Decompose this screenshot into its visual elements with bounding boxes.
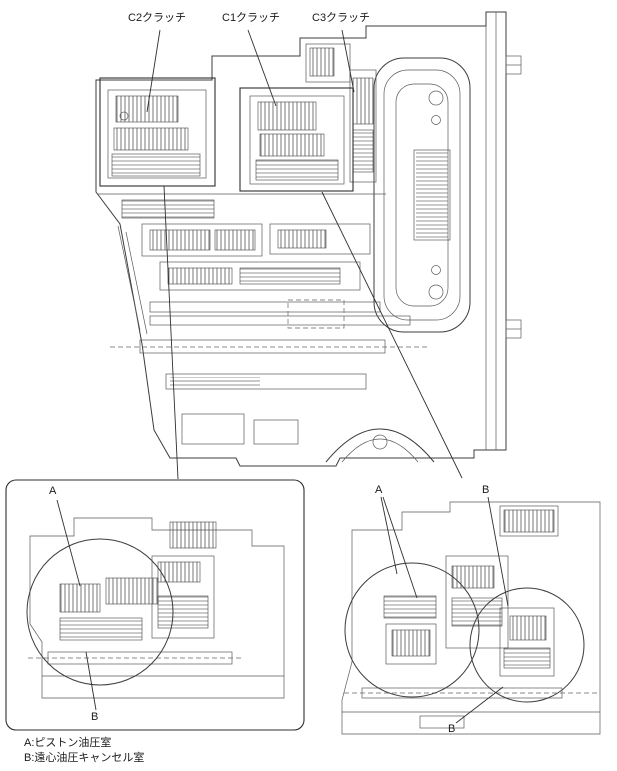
label-c3-clutch: C3クラッチ [312,12,371,24]
c3-leader-line [341,29,355,93]
left-detail-b-leader [85,651,97,711]
legend: A:ピストン油圧室 B:遠心油圧キャンセル室 [24,736,144,766]
c1-callout-box [239,87,354,192]
legend-item-b: B:遠心油圧キャンセル室 [24,751,145,764]
left-detail-leader-line [163,185,179,480]
right-detail-label-b-bottom: B [448,723,456,735]
right-detail-a-leader-2 [382,496,418,599]
main-cross-section [95,11,522,480]
right-detail-leader-line [321,191,463,479]
label-c1-clutch: C1クラッチ [222,12,281,24]
left-detail-a-leader [56,499,81,587]
legend-item-a: A:ピストン油圧室 [24,737,112,749]
right-detail-b-bottom-leader [455,686,504,724]
left-detail-view [5,479,305,731]
left-detail-label-a: A [49,485,57,497]
left-detail-frame [5,479,305,731]
bolt-stubs [505,55,522,339]
right-detail-highlight-circle-left [344,562,480,698]
right-detail-view [341,496,601,735]
right-detail-a-leader-1 [380,496,398,575]
c1-clutch-assembly [249,95,345,185]
c3-clutch-assembly [349,69,377,183]
c1-leader-line [247,29,277,107]
right-detail-b-top-leader [487,496,509,607]
c2-callout-box [99,77,216,187]
housing-outline [95,11,507,467]
right-detail-label-a: A [375,484,383,496]
left-detail-highlight-circle [26,538,174,686]
c2-leader-line [146,29,161,113]
c2-clutch-assembly [107,89,207,179]
left-detail-label-b: B [91,711,99,723]
drum-assembly [373,57,471,333]
right-detail-highlight-circle-right [469,587,585,703]
upper-gear-cluster [305,43,351,83]
label-c2-clutch: C2クラッチ [128,12,187,24]
mid-internals [98,193,435,463]
right-detail-label-b-top: B [482,484,490,496]
